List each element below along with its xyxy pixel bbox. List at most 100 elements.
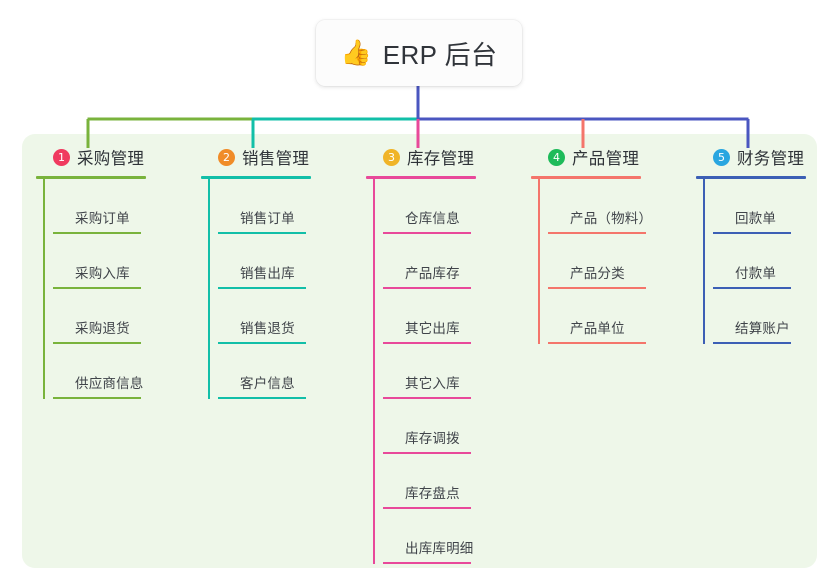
branch-item[interactable]: 产品库存 — [383, 234, 476, 289]
branch-item-label: 库存调拨 — [405, 431, 460, 446]
branch-header-5[interactable]: 5 财务管理 — [696, 144, 806, 170]
branch-item[interactable]: 回款单 — [713, 179, 806, 234]
branch-item-label: 客户信息 — [240, 376, 295, 391]
root-title: ERP 后台 — [382, 39, 498, 70]
branch-item-underline — [713, 287, 791, 289]
branch-item[interactable]: 仓库信息 — [383, 179, 476, 234]
branch-item[interactable]: 其它入库 — [383, 344, 476, 399]
branch-header-3[interactable]: 3 库存管理 — [366, 144, 476, 170]
branch-item-underline — [218, 397, 306, 399]
branch-item[interactable]: 销售退货 — [218, 289, 311, 344]
branch-number-badge: 5 — [713, 148, 730, 166]
branch-column-2: 2 销售管理销售订单销售出库销售退货客户信息 — [201, 144, 311, 399]
branch-column-1: 1 采购管理采购订单采购入库采购退货供应商信息 — [36, 144, 146, 399]
branch-item-label: 产品（物料） — [570, 211, 653, 226]
branch-title: 采购管理 — [77, 150, 145, 168]
branch-header-2[interactable]: 2 销售管理 — [201, 144, 311, 170]
branch-header-underline — [201, 176, 311, 179]
branch-item-underline — [53, 287, 141, 289]
branch-spine — [43, 179, 45, 399]
branch-item-underline — [548, 287, 646, 289]
branch-item-underline — [53, 342, 141, 344]
branch-item-label: 采购订单 — [75, 211, 130, 226]
branch-item[interactable]: 结算账户 — [713, 289, 806, 344]
branch-item-label: 采购退货 — [75, 321, 130, 336]
branch-header-underline — [366, 176, 476, 179]
branch-item-underline — [383, 342, 471, 344]
branch-item-underline — [383, 507, 471, 509]
branch-item-underline — [53, 397, 141, 399]
branch-item-label: 回款单 — [735, 211, 777, 226]
branch-item-label: 产品单位 — [570, 321, 625, 336]
branch-item-underline — [383, 397, 471, 399]
branch-item[interactable]: 其它出库 — [383, 289, 476, 344]
branch-title: 销售管理 — [242, 150, 310, 168]
branch-number-badge: 1 — [53, 148, 70, 166]
branch-item[interactable]: 采购订单 — [53, 179, 146, 234]
branch-item-label: 付款单 — [735, 266, 777, 281]
branch-item-underline — [713, 342, 791, 344]
branch-item-label: 仓库信息 — [405, 211, 460, 226]
branch-item-label: 销售出库 — [240, 266, 295, 281]
branch-item-label: 供应商信息 — [75, 376, 144, 391]
branch-spine — [208, 179, 210, 399]
branch-header-underline — [36, 176, 146, 179]
branch-column-4: 4 产品管理产品（物料） 产品分类产品单位 — [531, 144, 652, 344]
branch-item-list: 产品（物料） 产品分类产品单位 — [531, 179, 652, 344]
branch-item-label: 产品分类 — [570, 266, 625, 281]
branch-item[interactable]: 库存盘点 — [383, 454, 476, 509]
branch-item-label: 库存盘点 — [405, 486, 460, 501]
branch-item-underline — [218, 232, 306, 234]
branch-item-underline — [53, 232, 141, 234]
branch-item-underline — [383, 452, 471, 454]
branch-item-underline — [548, 232, 646, 234]
branch-item[interactable]: 出库库明细 — [383, 509, 476, 564]
branch-item-underline — [548, 342, 646, 344]
branch-item[interactable]: 销售订单 — [218, 179, 311, 234]
branch-item-underline — [383, 232, 471, 234]
branch-title: 库存管理 — [407, 150, 475, 168]
branch-item-list: 仓库信息产品库存其它出库其它入库库存调拨库存盘点出库库明细 — [366, 179, 476, 564]
branch-item-underline — [218, 287, 306, 289]
branch-header-4[interactable]: 4 产品管理 — [531, 144, 641, 170]
branch-item-label: 采购入库 — [75, 266, 130, 281]
branch-item[interactable]: 库存调拨 — [383, 399, 476, 454]
branch-column-5: 5 财务管理回款单付款单结算账户 — [696, 144, 806, 344]
branch-item[interactable]: 产品（物料） — [548, 179, 652, 234]
branch-item[interactable]: 客户信息 — [218, 344, 311, 399]
branch-spine — [703, 179, 705, 344]
branch-number-badge: 4 — [548, 148, 565, 166]
branch-title: 产品管理 — [572, 150, 640, 168]
branch-item-underline — [383, 287, 471, 289]
branch-spine — [538, 179, 540, 344]
branch-item-label: 产品库存 — [405, 266, 460, 281]
branch-header-1[interactable]: 1 采购管理 — [36, 144, 146, 170]
branch-item-list: 销售订单销售出库销售退货客户信息 — [201, 179, 311, 399]
branch-number-badge: 3 — [383, 148, 400, 166]
branch-item[interactable]: 采购入库 — [53, 234, 146, 289]
branch-item[interactable]: 销售出库 — [218, 234, 311, 289]
branch-spine — [373, 179, 375, 564]
branch-item[interactable]: 付款单 — [713, 234, 806, 289]
branch-item-list: 回款单付款单结算账户 — [696, 179, 806, 344]
root-node[interactable]: 👍 ERP 后台 — [316, 20, 522, 86]
branch-item-list: 采购订单采购入库采购退货供应商信息 — [36, 179, 146, 399]
branch-item-underline — [383, 562, 471, 564]
diagram-panel — [22, 134, 817, 568]
branch-column-3: 3 库存管理仓库信息产品库存其它出库其它入库库存调拨库存盘点出库库明细 — [366, 144, 476, 564]
branch-item-label: 其它出库 — [405, 321, 460, 336]
branch-item-label: 其它入库 — [405, 376, 460, 391]
branch-item-label: 销售订单 — [240, 211, 295, 226]
branch-header-underline — [696, 176, 806, 179]
branch-item[interactable]: 产品分类 — [548, 234, 646, 289]
branch-item-underline — [218, 342, 306, 344]
branch-item[interactable]: 采购退货 — [53, 289, 146, 344]
branch-item[interactable]: 产品单位 — [548, 289, 646, 344]
branch-item[interactable]: 供应商信息 — [53, 344, 146, 399]
branch-header-underline — [531, 176, 641, 179]
branch-item-label: 出库库明细 — [405, 541, 474, 556]
branch-title: 财务管理 — [737, 150, 805, 168]
branch-number-badge: 2 — [218, 148, 235, 166]
